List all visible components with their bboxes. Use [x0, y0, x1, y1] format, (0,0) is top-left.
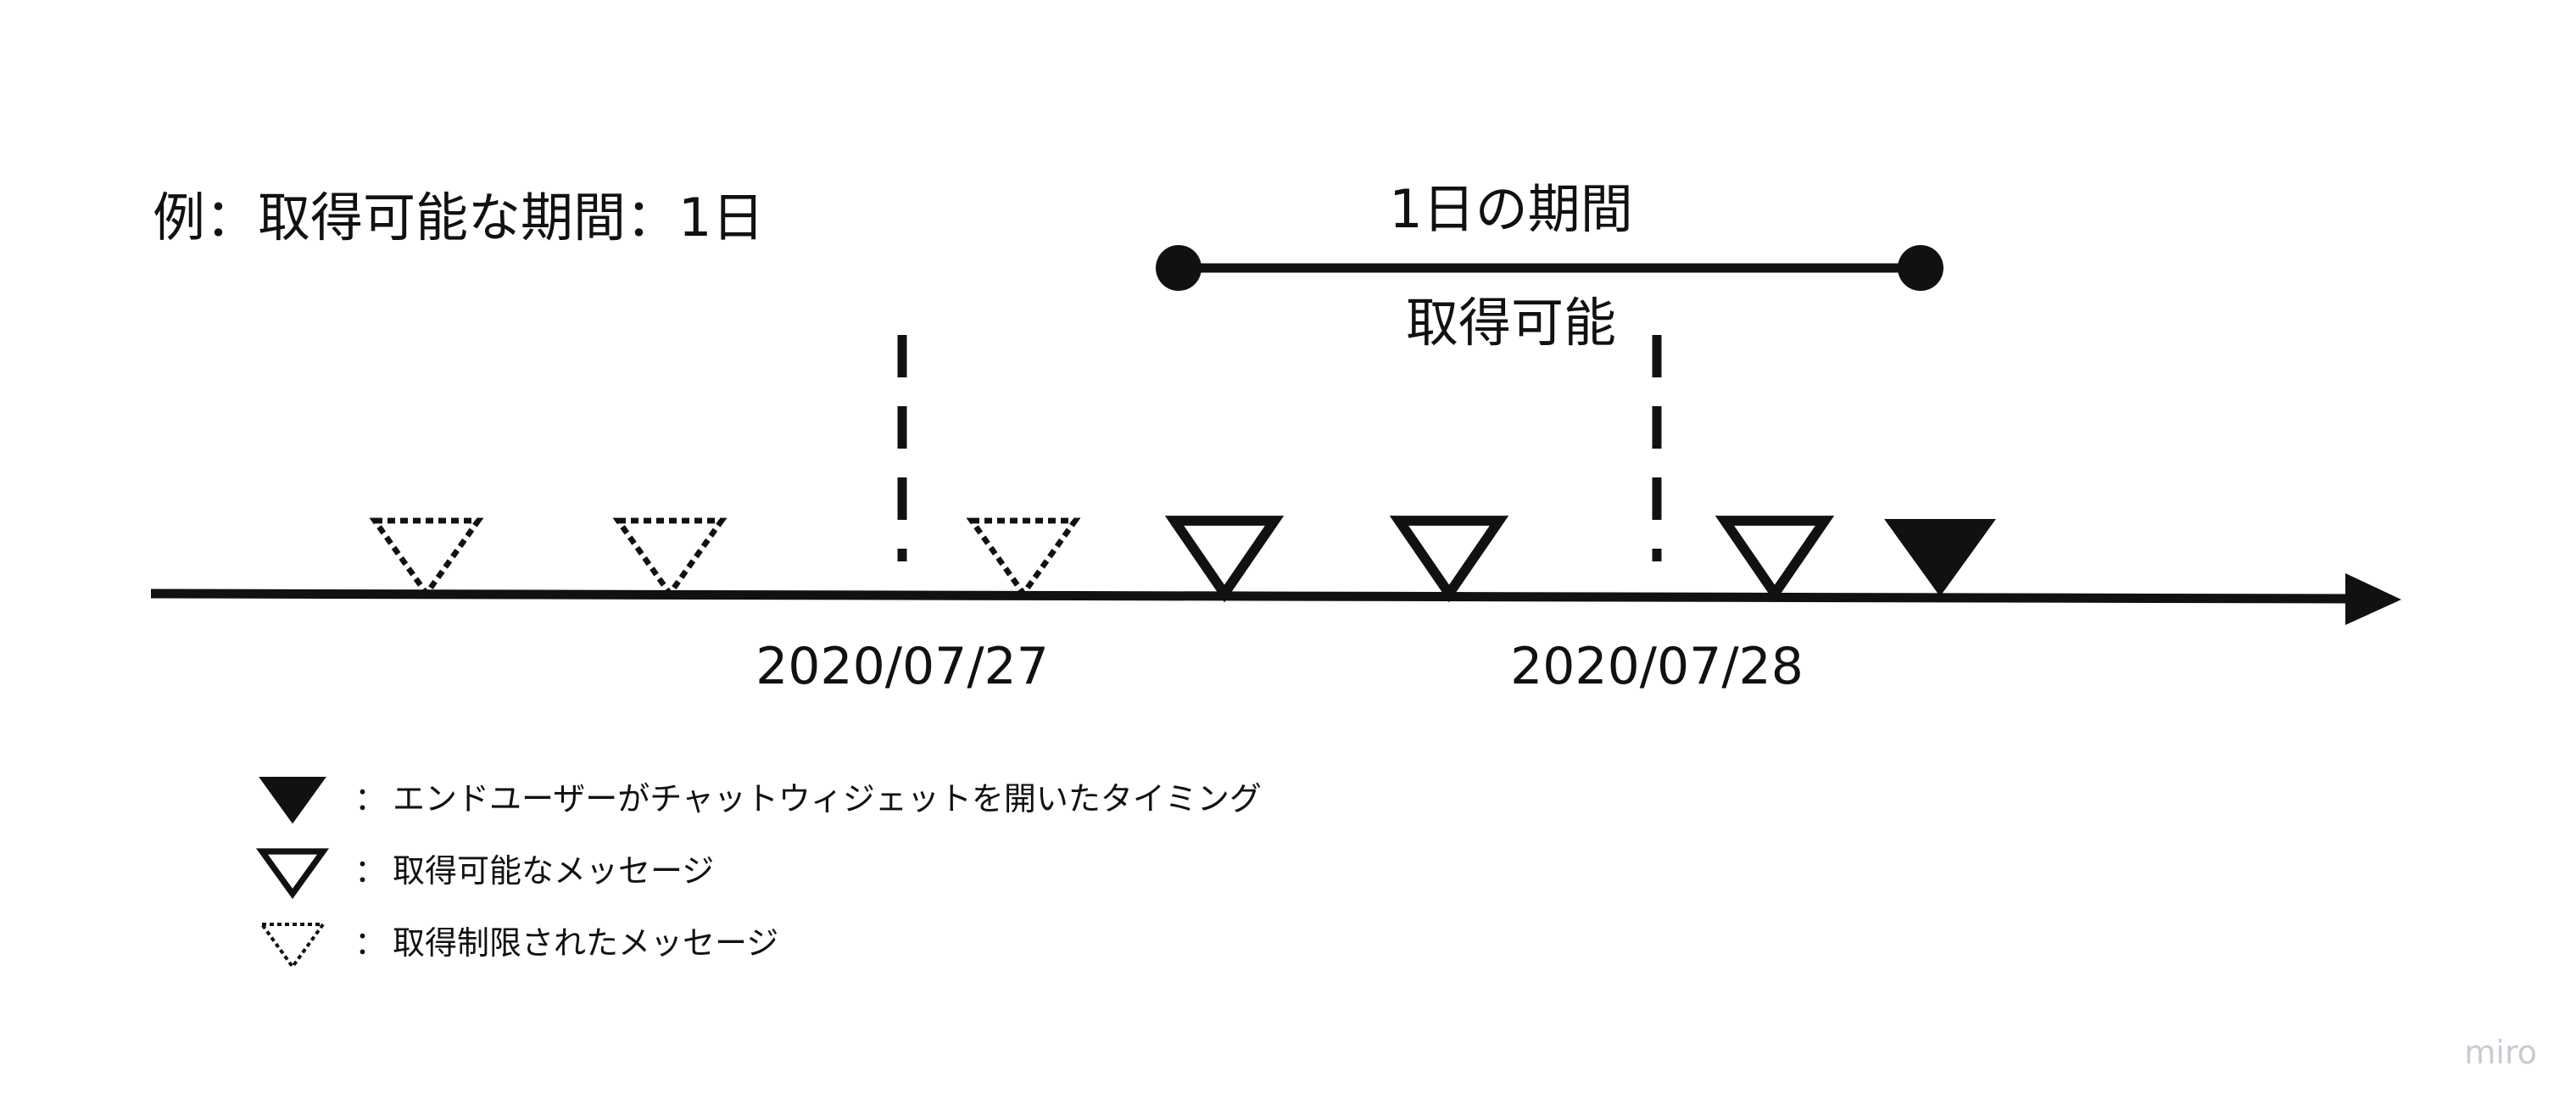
legend-icon-restricted [259, 923, 326, 970]
message-marker-available [1164, 516, 1285, 603]
legend-separator-opened: ： [354, 780, 387, 817]
period-bar [1156, 245, 1943, 291]
legend-icon-opened [259, 777, 326, 824]
legend-label-opened: エンドユーザーがチャットウィジェットを開いたタイミング [393, 780, 1262, 817]
legend: ： エンドユーザーがチャットウィジェットを開いたタイミング ： 取得可能なメッセ… [255, 777, 1262, 970]
period-caption: 取得可能 [1406, 292, 1616, 354]
period-start-dot [1156, 245, 1202, 291]
legend-label-available: 取得可能なメッセージ [393, 852, 714, 890]
timeline-axis [150, 589, 2358, 604]
legend-separator-available: ： [354, 852, 387, 890]
message-marker-opened [1884, 519, 1996, 597]
message-markers [369, 516, 1996, 603]
date-label-1: 2020/07/27 [756, 637, 1049, 696]
date-label-2: 2020/07/28 [1510, 637, 1804, 696]
message-marker-available [1389, 516, 1509, 603]
legend-icons [255, 777, 330, 970]
message-marker-restricted [966, 517, 1081, 599]
message-marker-restricted [612, 517, 728, 599]
legend-icon-available [255, 848, 330, 900]
period-end-dot [1898, 245, 1943, 291]
period-label: 1日の期間 [1389, 178, 1632, 240]
legend-separator-restricted: ： [354, 924, 387, 962]
message-marker-available [1715, 516, 1835, 603]
legend-label-restricted: 取得制限されたメッセージ [393, 924, 778, 962]
miro-watermark: miro [2464, 1034, 2537, 1071]
diagram-title: 例：取得可能な期間：1日 [153, 187, 764, 248]
message-marker-restricted [369, 517, 484, 599]
timeline-arrowhead [2345, 573, 2401, 625]
